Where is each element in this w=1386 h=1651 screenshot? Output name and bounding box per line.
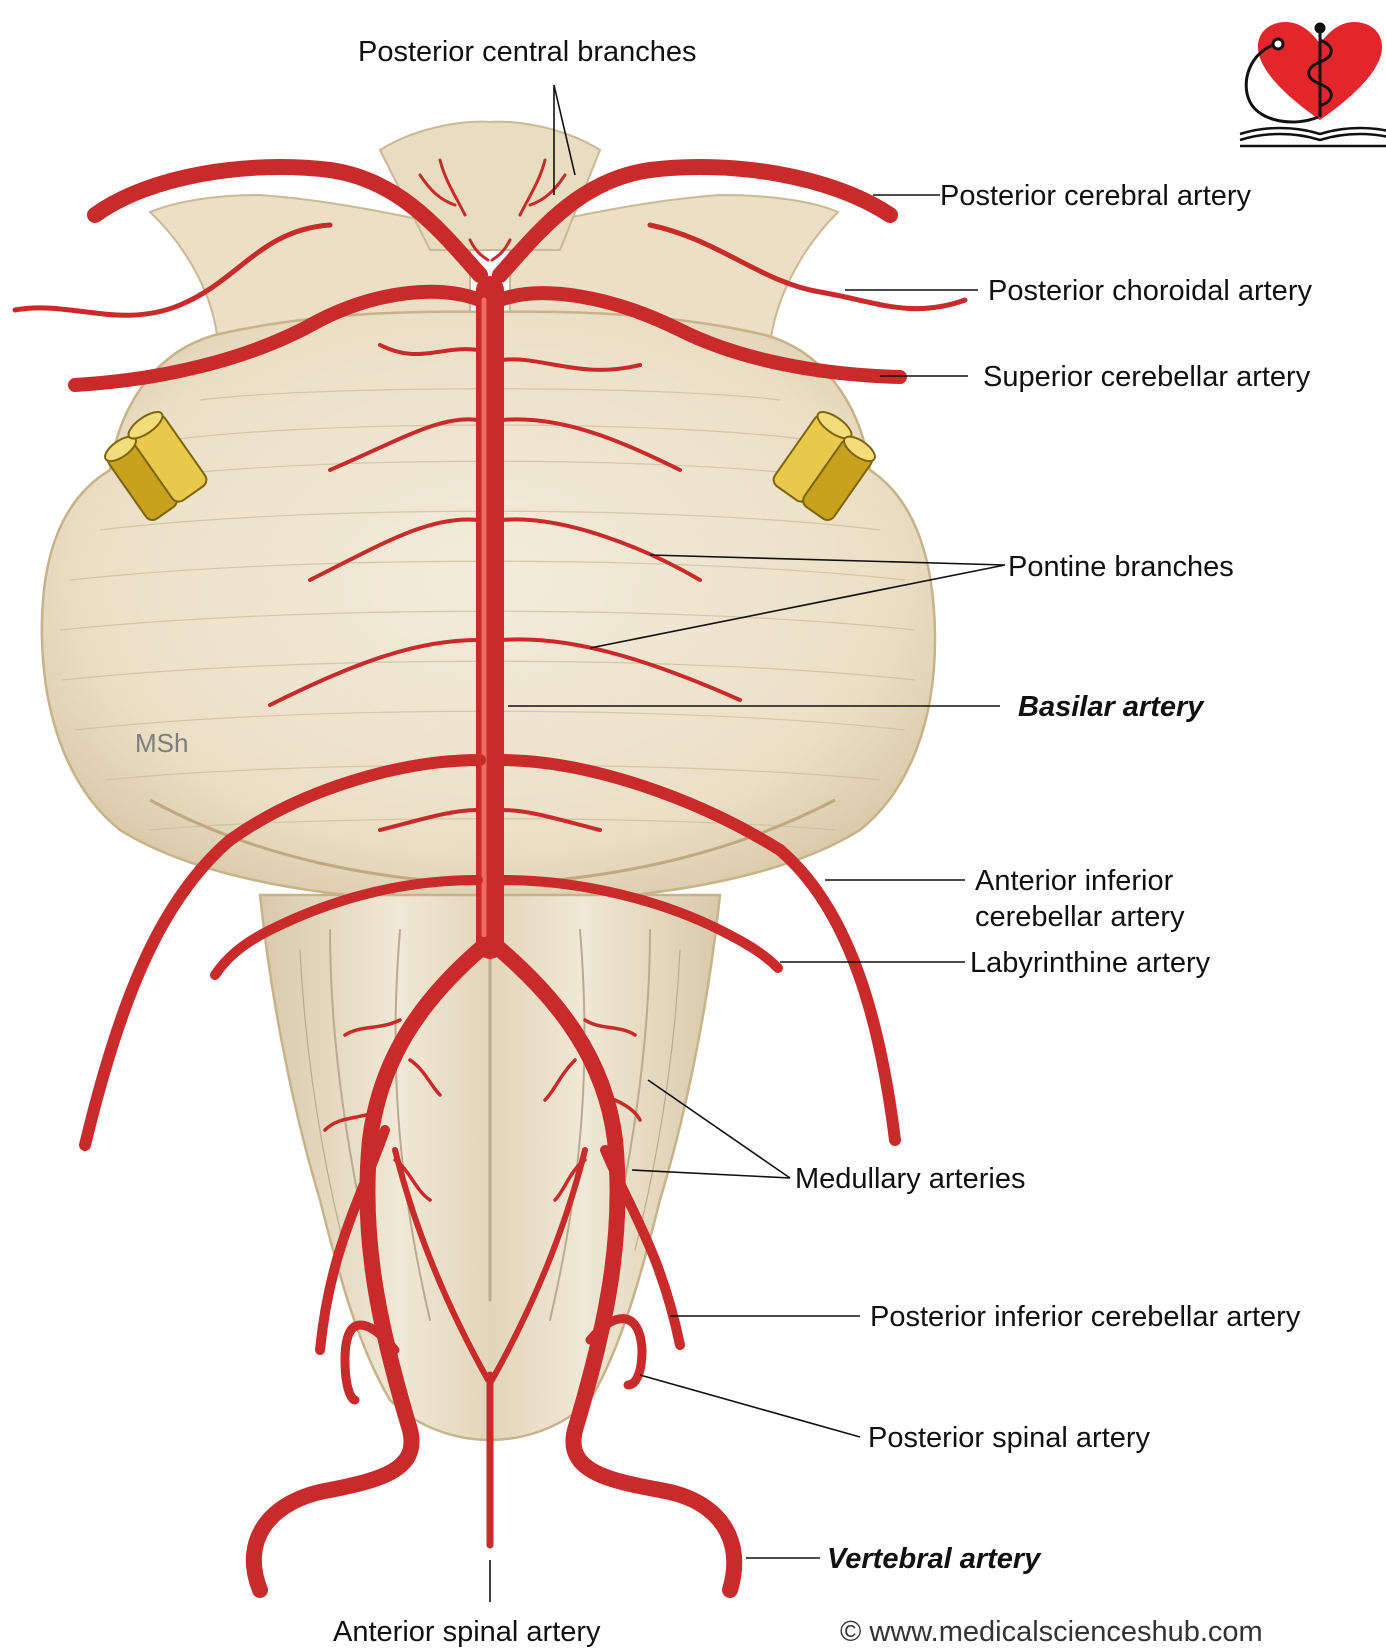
label-posterior-inferior-cerebellar-artery: Posterior inferior cerebellar artery — [870, 1301, 1301, 1333]
posterior-central-branches — [418, 158, 567, 262]
label-posterior-cerebral-artery: Posterior cerebral artery — [940, 180, 1252, 212]
superior-cerebellar-artery-right — [493, 286, 907, 384]
stethoscope-icon — [1244, 37, 1319, 124]
medullary-arteries — [323, 1018, 642, 1202]
superior-cerebellar-artery-left — [68, 284, 487, 392]
copyright-text: © www.medicalscienceshub.com — [840, 1616, 1263, 1648]
anterior-inferior-cerebellar-artery-left — [79, 754, 486, 1151]
label-anterior-spinal-artery: Anterior spinal artery — [333, 1616, 601, 1648]
posterior-inferior-cerebellar-artery-left — [315, 1125, 390, 1355]
posterior-spinal-artery-left — [340, 1320, 400, 1405]
cerebral-peduncle-right — [509, 193, 840, 347]
vertebral-artery-left — [245, 937, 493, 1598]
labels: Posterior central branches Posterior cer… — [333, 36, 1312, 1648]
label-medullary-arteries: Medullary arteries — [795, 1163, 1025, 1195]
site-logo — [1239, 22, 1386, 148]
posterior-inferior-cerebellar-artery-right — [600, 1145, 685, 1350]
leader-lines — [489, 84, 1006, 1602]
medulla-grooves — [299, 903, 681, 1321]
label-anterior-inferior-cerebellar-artery-line1: Anterior inferior — [975, 865, 1174, 897]
anterior-inferior-cerebellar-artery-right — [494, 754, 901, 1146]
trigeminal-nerve-right — [772, 411, 876, 521]
pontine-branches-right — [500, 357, 742, 832]
label-anterior-inferior-cerebellar-artery-line2: cerebellar artery — [975, 901, 1185, 933]
label-posterior-choroidal-artery: Posterior choroidal artery — [988, 275, 1312, 307]
label-labyrinthine-artery: Labyrinthine artery — [970, 947, 1211, 979]
posterior-choroidal-artery-left — [12, 222, 333, 318]
posterior-cerebral-artery-right — [492, 159, 898, 283]
watermark-text: MSh — [135, 728, 188, 758]
anterior-spinal-artery-roots — [392, 1147, 588, 1383]
vertebral-artery-right — [487, 937, 743, 1598]
posterior-spinal-artery-right — [585, 1314, 647, 1390]
label-pontine-branches: Pontine branches — [1008, 551, 1234, 583]
posterior-cerebral-artery-left — [87, 159, 488, 283]
label-superior-cerebellar-artery: Superior cerebellar artery — [983, 361, 1311, 393]
label-vertebral-artery: Vertebral artery — [827, 1543, 1042, 1575]
trigeminal-nerve-left — [104, 411, 208, 521]
label-basilar-artery: Basilar artery — [1018, 691, 1205, 723]
label-posterior-central-branches: Posterior central branches — [358, 36, 697, 68]
labyrinthine-artery-right — [497, 875, 783, 973]
pontine-branches-left — [268, 343, 480, 832]
labyrinthine-artery-left — [210, 875, 483, 980]
arterial-tree — [12, 158, 968, 1598]
cerebral-peduncle-left — [148, 193, 471, 347]
posterior-choroidal-artery-right — [647, 222, 968, 312]
label-posterior-spinal-artery: Posterior spinal artery — [868, 1422, 1151, 1454]
caduceus-icon — [1307, 22, 1333, 117]
open-book-icon — [1239, 126, 1386, 148]
